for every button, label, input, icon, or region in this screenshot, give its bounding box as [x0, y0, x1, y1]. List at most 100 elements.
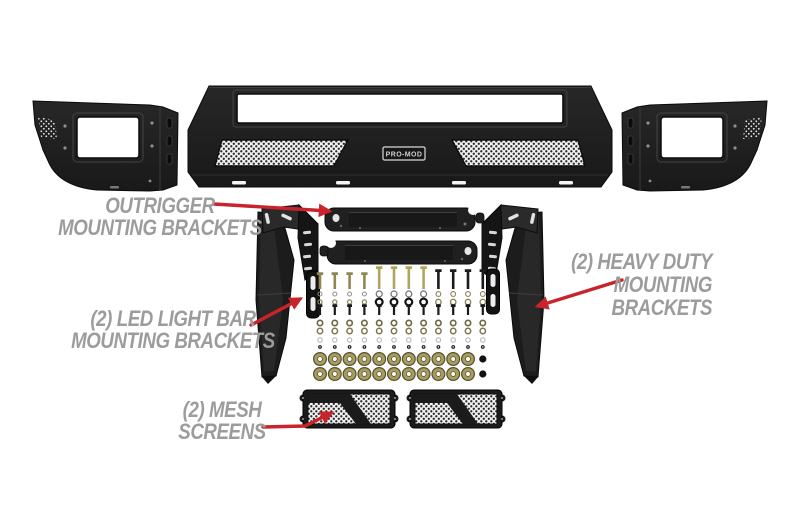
label-line: MOUNTING BRACKETS — [58, 215, 262, 240]
hardware-washer — [446, 367, 461, 382]
outrigger-bottom-hole — [463, 246, 473, 256]
pointer-arrows — [212, 202, 624, 429]
hardware-ring — [479, 298, 487, 306]
hardware-washer — [313, 367, 328, 382]
hardware-nut — [318, 345, 322, 349]
hardware-ring — [375, 290, 383, 298]
hardware-screw — [465, 304, 471, 315]
hardware-washer — [327, 367, 342, 382]
hardware-ring — [405, 327, 413, 335]
hardware-nut — [480, 345, 485, 349]
hardware-washer — [357, 367, 372, 382]
led-light-bar-bracket-left — [306, 270, 320, 319]
hardware-bolt — [479, 269, 486, 289]
hardware-ring — [347, 291, 353, 297]
hardware-nut — [466, 345, 470, 349]
hardware-ring — [464, 327, 472, 335]
hardware-dot — [479, 370, 487, 378]
hardware-ring — [480, 337, 486, 343]
hardware-washer — [446, 352, 461, 367]
hardware-ring — [420, 290, 428, 298]
hardware-ring — [479, 291, 486, 297]
end-cap-left-slots — [166, 117, 173, 165]
hardware-ring — [450, 291, 457, 297]
hardware-ring — [317, 337, 323, 343]
hardware-bolt — [450, 269, 457, 289]
hardware-ring — [361, 291, 367, 297]
heavy-duty-left-slots — [303, 230, 313, 271]
hardware-ring — [434, 319, 442, 327]
arrow-outrigger — [212, 202, 333, 218]
hardware-ring — [435, 291, 442, 297]
hardware-ring — [346, 299, 353, 305]
label-mesh-screens: (2) MESH SCREENS — [129, 399, 316, 443]
hardware-ring — [376, 337, 382, 343]
hardware-nut — [451, 345, 456, 349]
hardware-washer — [461, 367, 476, 382]
label-line: (2) HEAVY DUTY — [571, 249, 712, 274]
hardware-ring — [420, 327, 428, 335]
hardware-nut — [332, 345, 337, 349]
hardware-ring — [317, 291, 323, 297]
end-cap-left-light-cutout — [76, 116, 140, 159]
hardware-washer — [313, 352, 328, 367]
arrow-heavy-duty — [534, 278, 624, 310]
end-cap-right — [621, 100, 768, 192]
outrigger-bracket-top — [324, 205, 485, 232]
hardware-bolt — [390, 266, 398, 289]
hardware-screw — [362, 304, 367, 315]
hardware-ring — [405, 319, 413, 327]
hardware-bolt — [420, 266, 427, 289]
hardware-screw — [480, 304, 486, 315]
hardware-washer — [401, 352, 416, 367]
hardware-ring — [406, 337, 412, 343]
hardware-screw — [421, 304, 426, 315]
hardware-dot — [479, 355, 487, 363]
hardware-washer — [327, 352, 342, 367]
hardware-ring — [420, 319, 428, 327]
hardware-nut — [362, 345, 367, 349]
bumper-mesh-left — [214, 139, 350, 167]
hardware-washer — [416, 352, 431, 367]
heavy-duty-bracket-left — [255, 203, 319, 384]
bumper-center: PRO-MOD — [187, 85, 613, 188]
hardware-washer — [431, 352, 446, 367]
hardware-screw — [332, 304, 338, 315]
hardware-washer — [342, 367, 357, 382]
label-line: (2) MESH — [182, 397, 262, 422]
hardware-washer — [416, 367, 431, 382]
hardware-screw — [406, 304, 412, 315]
end-cap-left-holes — [63, 121, 154, 183]
mesh-screen-left-band — [308, 394, 371, 424]
hardware-ring — [465, 291, 471, 297]
label-line: OUTRIGGER — [105, 193, 215, 218]
end-cap-left-mesh-corner — [38, 117, 57, 139]
hardware-bolt — [331, 272, 338, 289]
hardware-ring — [465, 337, 471, 343]
hardware-nut — [436, 345, 441, 349]
hardware-ring — [449, 327, 457, 335]
outrigger-top-hole — [331, 213, 341, 223]
bumper-bottom-slots — [232, 181, 573, 185]
hardware-ring — [331, 319, 339, 327]
hardware-ring — [464, 319, 472, 327]
hardware-ring — [390, 327, 398, 335]
hardware-washer — [342, 352, 357, 367]
hardware-ring — [360, 319, 368, 327]
hardware-ring — [316, 319, 324, 327]
hardware-washer — [401, 367, 416, 382]
brand-badge: PRO-MOD — [382, 146, 426, 161]
label-line: (2) LED LIGHT BAR — [90, 306, 256, 331]
hardware-washer — [372, 367, 387, 382]
brand-badge-text: PRO-MOD — [386, 152, 423, 159]
hardware-ring — [360, 327, 368, 335]
hardware-ring — [332, 291, 338, 297]
hardware-ring — [420, 337, 427, 343]
hardware-ring — [449, 319, 457, 327]
hardware-washer — [387, 352, 402, 367]
hardware-ring — [332, 299, 338, 305]
bumper-mesh-right — [450, 139, 586, 167]
hardware-ring — [479, 319, 487, 327]
hardware-ring — [375, 327, 383, 335]
